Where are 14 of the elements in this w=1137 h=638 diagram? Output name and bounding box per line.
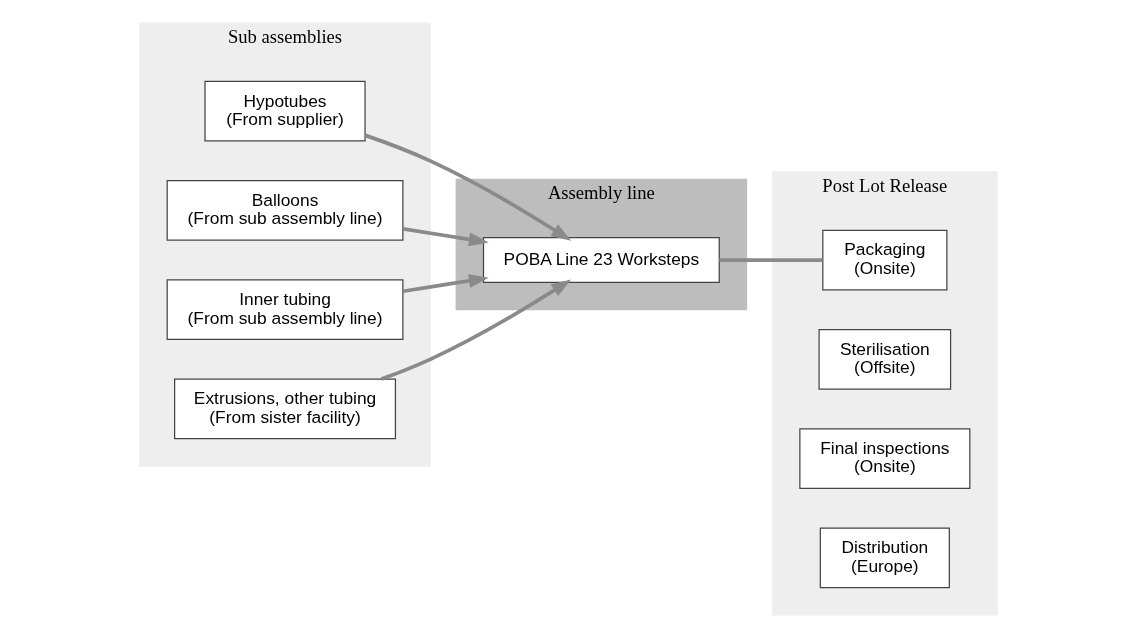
node-box: Final inspections (Onsite)	[799, 428, 971, 489]
node-box: Inner tubing (From sub assembly line)	[166, 279, 404, 341]
arrow	[380, 279, 572, 381]
node-box: Extrusions, other tubing (From sister facility)	[174, 378, 397, 440]
node-box: Sterilisation (Offsite)	[818, 328, 952, 390]
node-box: Hypotubes (From supplier)	[204, 80, 366, 142]
node-box: Distribution (Europe)	[819, 527, 950, 589]
node-box: Balloons (From sub assembly line)	[166, 180, 404, 241]
arrow	[402, 227, 489, 247]
connector	[719, 258, 823, 262]
node-box: Packaging (Onsite)	[822, 229, 948, 291]
arrow	[364, 133, 572, 241]
arrow	[402, 273, 489, 294]
node-box: POBA Line 23 Worksteps	[482, 237, 720, 283]
